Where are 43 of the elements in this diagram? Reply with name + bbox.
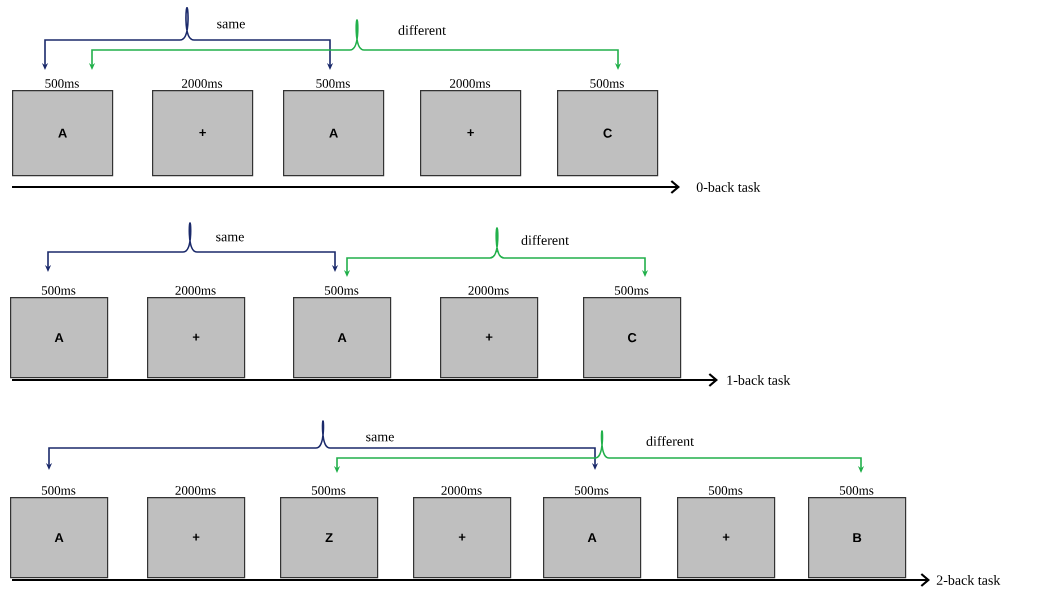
stimulus-box: + xyxy=(147,297,246,379)
task-label: 1-back task xyxy=(727,375,791,385)
edge-label: different xyxy=(397,24,447,36)
stimulus-box: A xyxy=(543,497,642,579)
duration-label: 2000ms xyxy=(182,79,223,88)
stimulus-box: + xyxy=(413,497,512,579)
stimulus-box: C xyxy=(583,297,682,379)
edge-label: different xyxy=(645,435,695,447)
stimulus-box: A xyxy=(10,497,109,579)
duration-label: 500ms xyxy=(590,79,624,88)
edge-label: different xyxy=(520,234,570,246)
edge-label: same xyxy=(364,433,396,443)
duration-label: 2000ms xyxy=(175,286,216,295)
stimulus-box: A xyxy=(293,297,392,379)
stimulus-box: + xyxy=(147,497,246,579)
stimulus-box: Z xyxy=(280,497,379,579)
duration-label: 500ms xyxy=(41,486,76,495)
stimulus-box: C xyxy=(557,90,659,177)
duration-label: 2000ms xyxy=(468,286,509,295)
edge-label: same xyxy=(215,20,247,30)
task-label: 2-back task xyxy=(936,575,1001,585)
duration-label: 500ms xyxy=(41,286,76,295)
duration-label: 500ms xyxy=(839,486,874,495)
stimulus-box: A xyxy=(12,90,114,177)
duration-label: 500ms xyxy=(316,79,350,88)
stimulus-box: + xyxy=(677,497,776,579)
duration-label: 500ms xyxy=(614,286,649,295)
duration-label: 500ms xyxy=(574,486,609,495)
stimulus-box: B xyxy=(808,497,907,579)
duration-label: 500ms xyxy=(708,486,743,495)
duration-label: 2000ms xyxy=(175,486,216,495)
stimulus-box: A xyxy=(283,90,385,177)
edge-label: same xyxy=(214,233,246,243)
stimulus-box: + xyxy=(420,90,522,177)
duration-label: 2000ms xyxy=(450,79,491,88)
stimulus-box: A xyxy=(10,297,109,379)
duration-label: 500ms xyxy=(311,486,346,495)
duration-label: 500ms xyxy=(324,286,359,295)
duration-label: 500ms xyxy=(45,79,79,88)
stimulus-box: + xyxy=(440,297,539,379)
duration-label: 2000ms xyxy=(441,486,482,495)
task-label: 0-back task xyxy=(696,182,761,192)
stimulus-box: + xyxy=(152,90,254,177)
